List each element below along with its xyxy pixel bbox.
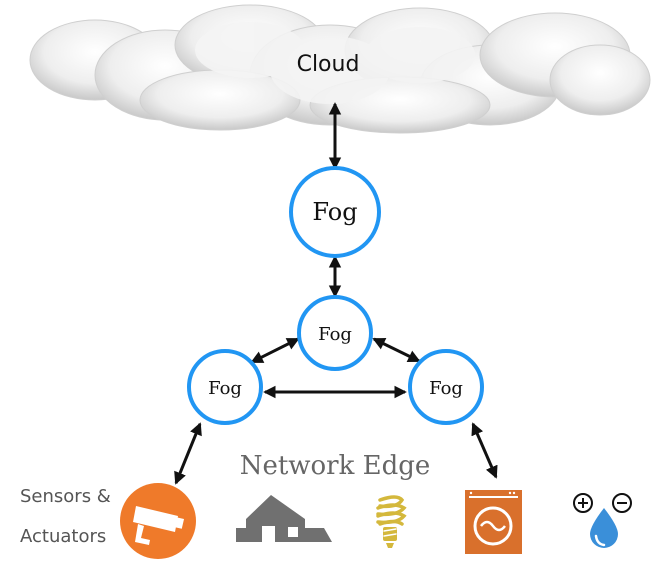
cloud-shape — [29, 4, 651, 134]
fog-node-top: Fog — [289, 166, 381, 258]
fog-node-right: Fog — [408, 349, 484, 425]
house-icon — [236, 495, 332, 542]
sensors-label-line1: Sensors & — [20, 486, 111, 507]
cloud-label: Cloud — [297, 52, 360, 77]
sensors-label-line2: Actuators — [20, 526, 107, 547]
fog-node-top-label: Fog — [312, 198, 357, 226]
arrow-middle-left — [250, 337, 300, 364]
arrow-middle-right — [372, 337, 421, 363]
arrow-left-sensors — [174, 422, 202, 485]
plus-icon — [573, 493, 593, 513]
security-camera-icon — [120, 483, 196, 559]
arrow-right-washer — [471, 422, 498, 479]
fog-node-left-label: Fog — [208, 378, 242, 399]
fog-node-right-label: Fog — [429, 378, 463, 399]
fog-node-middle: Fog — [297, 295, 373, 371]
washing-machine-icon — [465, 490, 522, 554]
fog-node-left: Fog — [187, 349, 263, 425]
network-edge-label: Network Edge — [240, 451, 431, 481]
light-bulb-icon — [376, 495, 407, 548]
connections — [174, 102, 498, 485]
fog-node-middle-label: Fog — [318, 324, 352, 345]
water-drop-icon — [590, 508, 618, 548]
minus-icon — [612, 493, 632, 513]
